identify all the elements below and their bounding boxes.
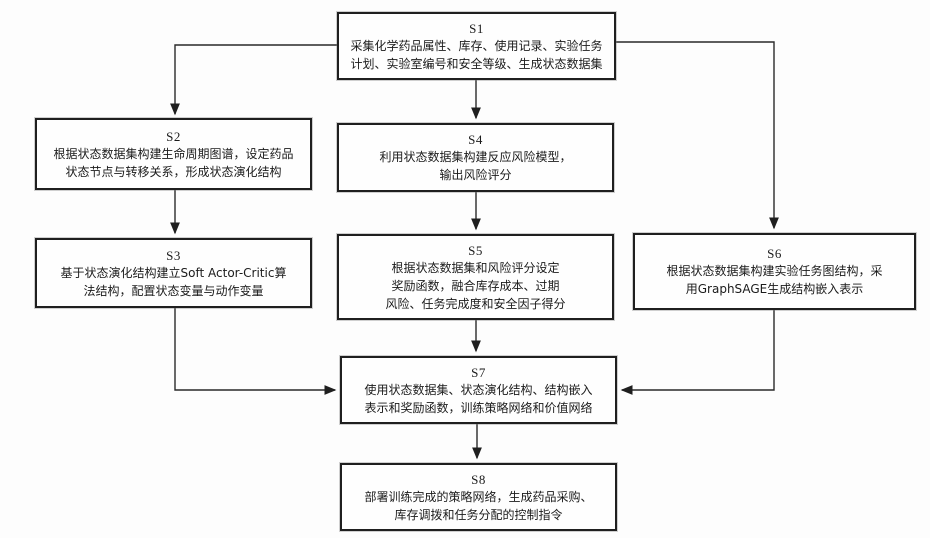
step-text-line: 使用状态数据集、状态演化结构、结构嵌入 — [364, 382, 593, 397]
step-label: S2 — [166, 128, 181, 144]
step-box-s3: S3 基于状态演化结构建立Soft Actor-Critic算 法结构，配置状态… — [35, 238, 312, 308]
step-label: S4 — [468, 132, 483, 147]
step-label: S8 — [471, 471, 486, 487]
step-label: S3 — [166, 247, 181, 263]
step-box-s8: S8 部署训练完成的策略网络，生成药品采购、 库存调拨和任务分配的控制指令 — [340, 463, 617, 531]
step-text-line: 根据状态数据集构建生命周期图谱，设定药品 — [53, 146, 294, 161]
step-text-line: 计划、实验室编号和安全等级、生成状态数据集 — [350, 56, 603, 71]
step-text-line: 根据状态数据集构建实验任务图结构，采 — [666, 264, 883, 278]
step-label: S1 — [469, 20, 484, 36]
arrow-s1-to-s2 — [170, 44, 337, 116]
step-text-line: 表示和奖励函数，训练策略网络和价值网络 — [364, 400, 593, 415]
step-text-line: 部署训练完成的策略网络，生成药品采购、 — [364, 489, 593, 504]
step-text-line: 库存调拨和任务分配的控制指令 — [394, 507, 563, 522]
step-text-line: 用GraphSAGE生成结构嵌入表示 — [685, 282, 864, 296]
step-box-s4: S4 利用状态数据集构建反应风险模型， 输出风险评分 — [337, 123, 614, 192]
step-box-s6: S6 根据状态数据集构建实验任务图结构，采 用GraphSAGE生成结构嵌入表示 — [633, 233, 916, 310]
arrow-s1-to-s6 — [616, 41, 779, 230]
step-text-line: 奖励函数，融合库存成本、过期 — [391, 278, 560, 293]
step-text-line: 利用状态数据集构建反应风险模型， — [379, 150, 572, 164]
step-text-line: 状态节点与转移关系，形成状态演化结构 — [65, 164, 282, 179]
step-box-s7: S7 使用状态数据集、状态演化结构、结构嵌入 表示和奖励函数，训练策略网络和价值… — [340, 356, 617, 424]
step-text-line: 采集化学药品属性、库存、使用记录、实验任务 — [350, 38, 603, 53]
step-box-s2: S2 根据状态数据集构建生命周期图谱，设定药品 状态节点与转移关系，形成状态演化… — [35, 118, 312, 190]
step-label: S7 — [471, 364, 486, 380]
step-box-s5: S5 根据状态数据集和风险评分设定 奖励函数，融合库存成本、过期 风险、任务完成… — [337, 234, 614, 320]
step-box-s1: S1 采集化学药品属性、库存、使用记录、实验任务 计划、实验室编号和安全等级、生… — [337, 12, 616, 80]
step-text-line: 法结构，配置状态变量与动作变量 — [83, 283, 264, 298]
step-text-line: 风险、任务完成度和安全因子得分 — [385, 296, 566, 311]
step-label: S5 — [468, 242, 483, 258]
arrow-s3-to-s7 — [174, 308, 337, 395]
step-text-line: 输出风险评分 — [439, 168, 512, 182]
step-text-line: 根据状态数据集和风险评分设定 — [391, 260, 560, 275]
step-text-line: 基于状态演化结构建立Soft Actor-Critic算 — [60, 265, 287, 280]
step-label: S6 — [767, 246, 782, 261]
arrow-s6-to-s7 — [620, 310, 775, 395]
